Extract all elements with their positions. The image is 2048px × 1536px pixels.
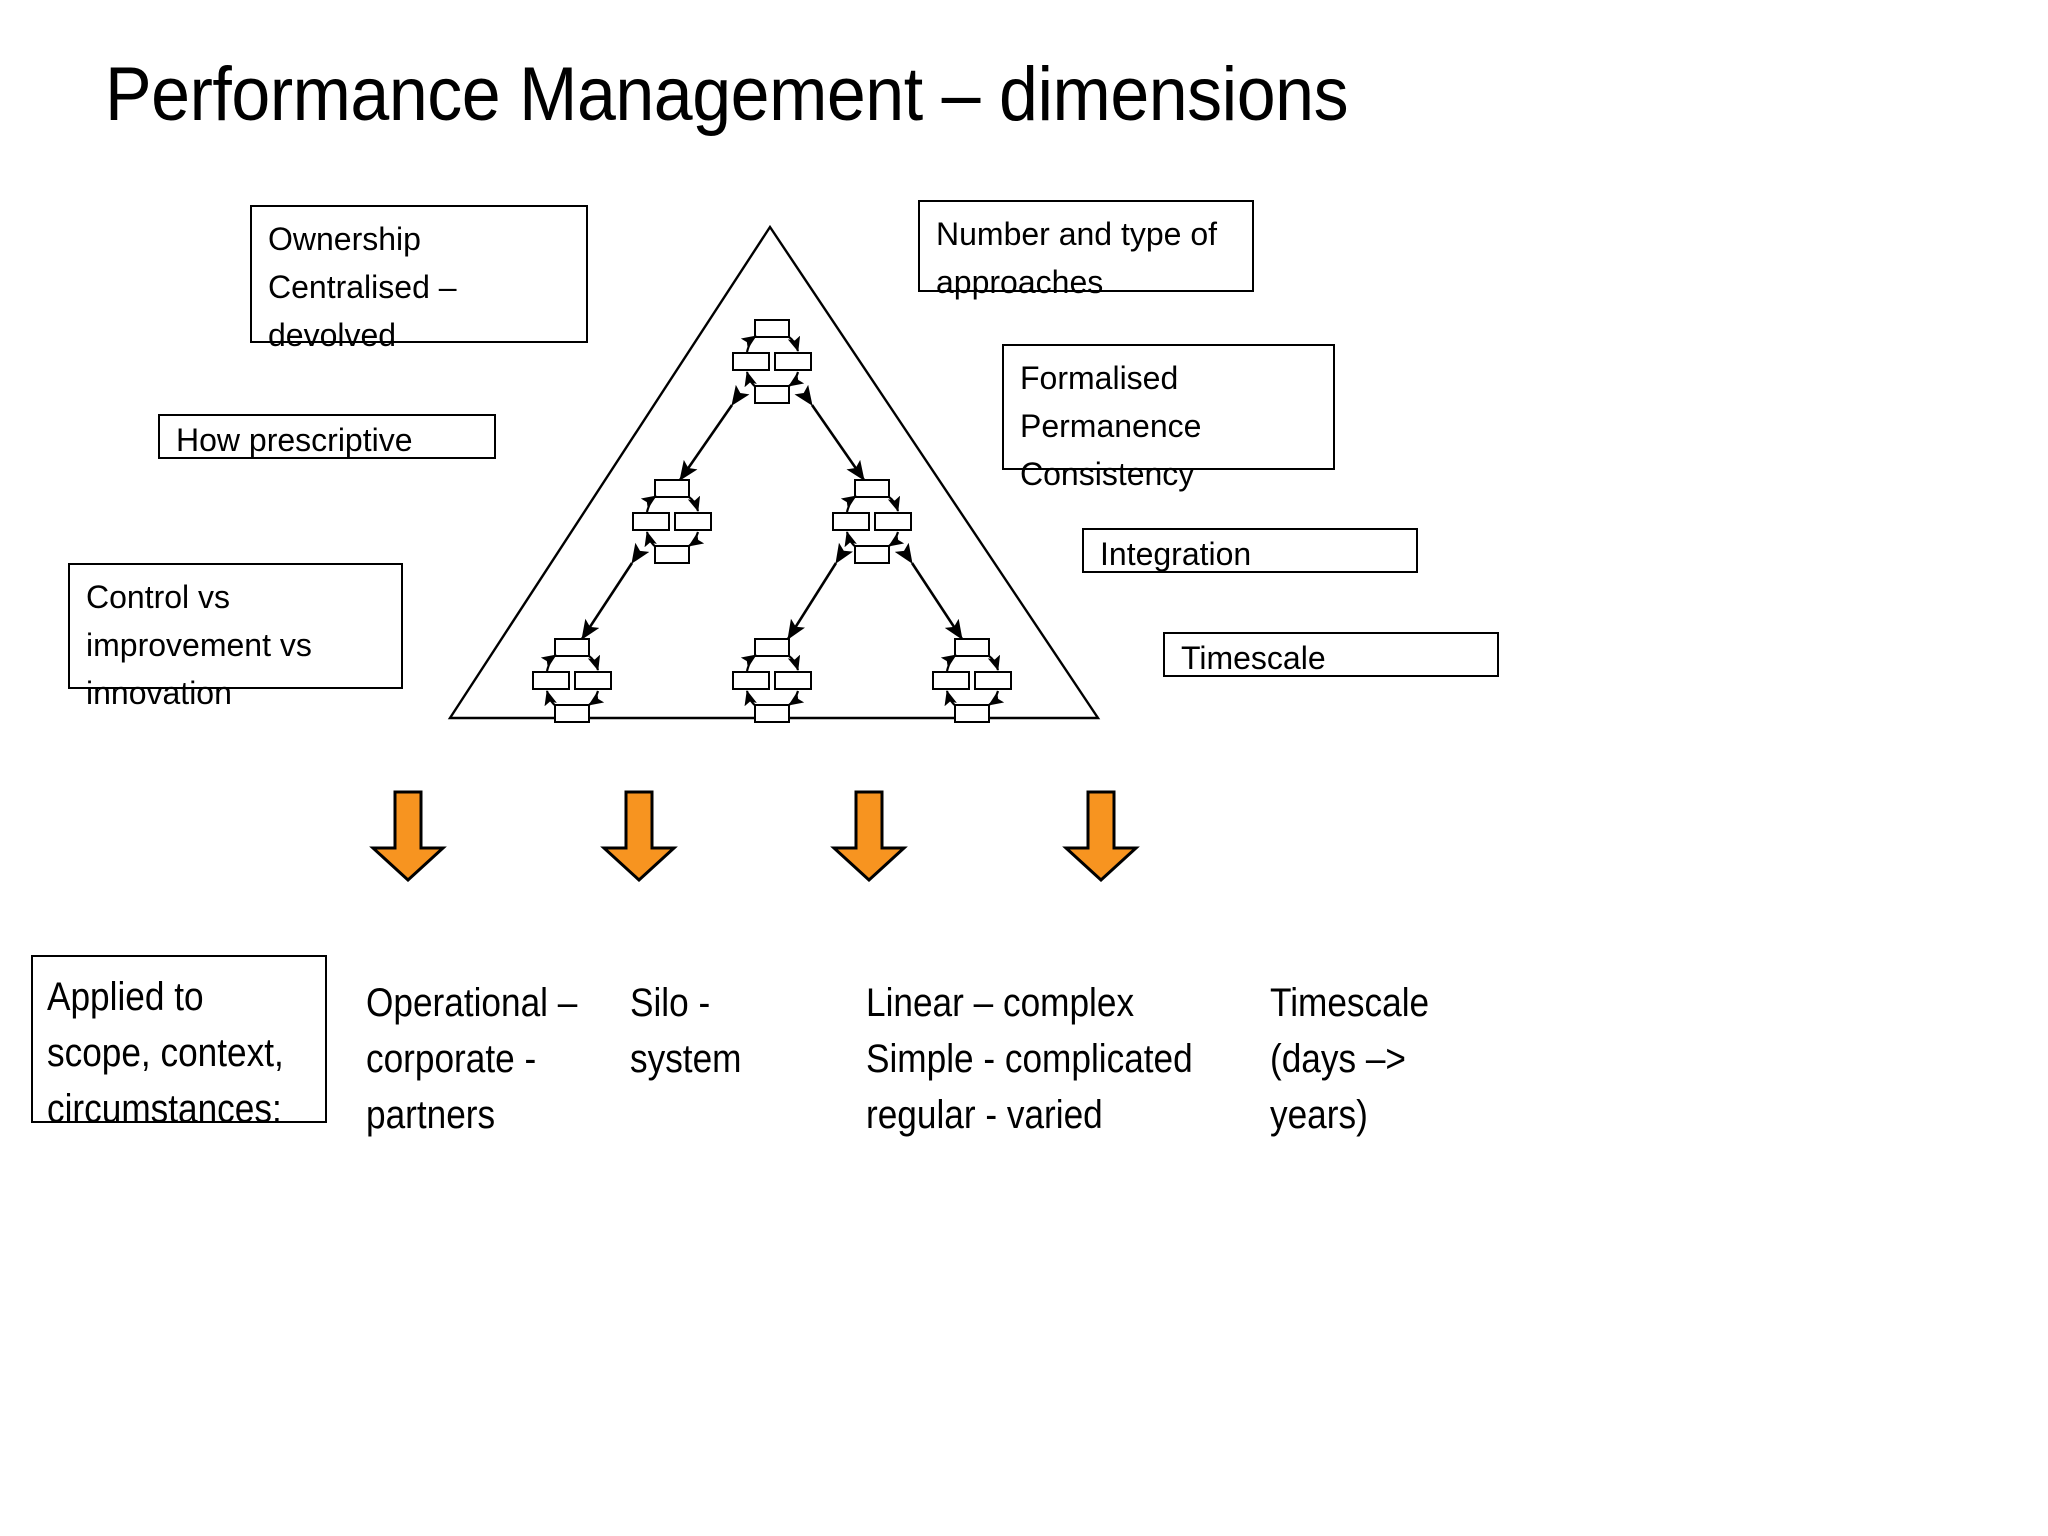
down-arrow-icon — [600, 790, 678, 882]
diagram-node-bottom-mid — [733, 639, 811, 722]
callout-integration: Integration — [1082, 528, 1418, 573]
callout-timescale: Timescale — [1163, 632, 1499, 677]
down-arrow-icon — [1062, 790, 1140, 882]
applied-to-label: Applied to scope, context, circumstances… — [47, 975, 284, 1131]
down-arrow-icon — [830, 790, 908, 882]
bottom-column-silo: Silo - system — [630, 981, 742, 1081]
callout-number-and-type: Number and type of approaches — [918, 200, 1254, 300]
callout-control-improvement-innovation: Control vs improvement vs innovation — [68, 563, 403, 711]
diagram-node-bottom-left — [533, 639, 611, 722]
diagram-node-top — [733, 320, 811, 403]
bottom-column-operational: Operational – corporate - partners — [366, 981, 578, 1137]
applied-to-box: Applied to scope, context, circumstances… — [31, 955, 327, 1131]
diagram-node-mid-right — [833, 480, 911, 563]
pyramid-diagram — [440, 215, 1120, 735]
bottom-dimension-row: Applied to scope, context, circumstances… — [0, 955, 2048, 1155]
callout-ownership: Ownership Centralised – devolved — [250, 205, 588, 353]
bottom-column-linear: Linear – complex Simple - complicated re… — [866, 981, 1193, 1137]
page-title: Performance Management – dimensions — [105, 52, 1349, 137]
down-arrow-icon — [369, 790, 447, 882]
diagram-node-bottom-right — [933, 639, 1011, 722]
diagram-node-mid-left — [633, 480, 711, 563]
bottom-column-timescale: Timescale (days –> years) — [1270, 981, 1430, 1137]
orange-arrow-row — [0, 790, 2048, 890]
callout-how-prescriptive: How prescriptive — [158, 414, 496, 459]
callout-formalised: Formalised Permanence Consistency — [1002, 344, 1335, 492]
